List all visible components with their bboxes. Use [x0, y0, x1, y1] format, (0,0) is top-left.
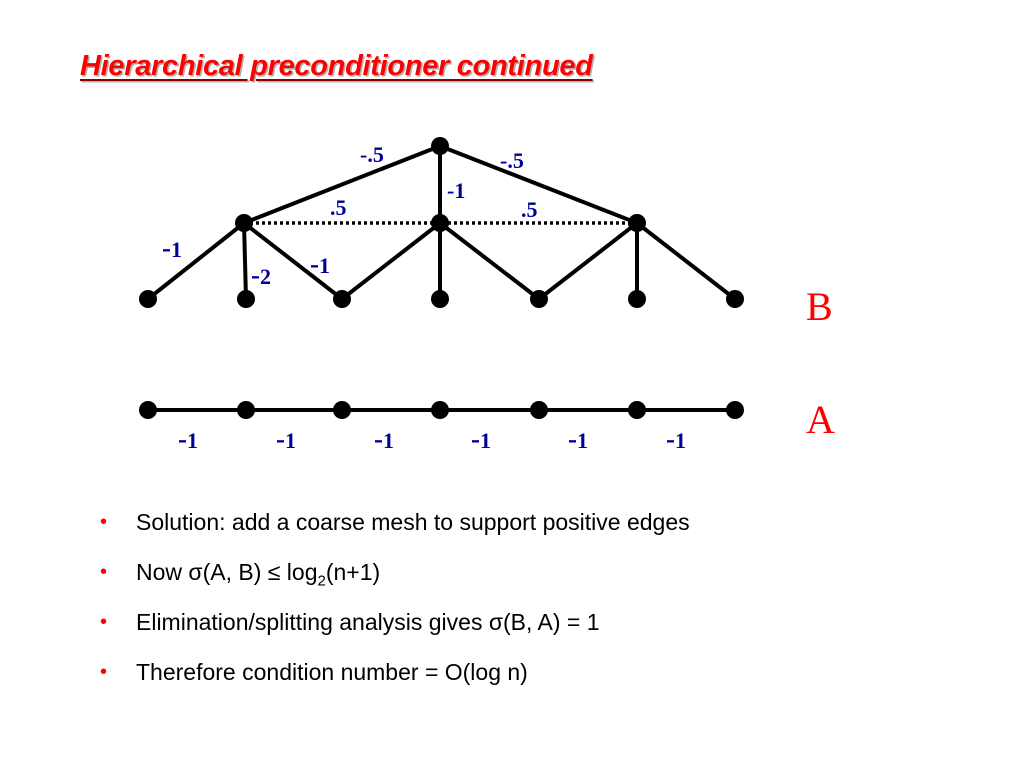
- edge-l-2: [242, 222, 248, 300]
- minus-sign: -: [310, 249, 319, 279]
- bullet-marker: •: [100, 511, 108, 533]
- edge-label-left-vertical-value: 2: [260, 264, 271, 289]
- graph-a-nodes: [139, 401, 744, 419]
- minus-sign: -: [251, 260, 260, 290]
- node-b-leaf-7: [726, 290, 744, 308]
- bullet-marker: •: [100, 661, 108, 683]
- graph-b-label: B: [806, 284, 833, 329]
- edge-label-left-vertical: -2: [251, 260, 271, 290]
- edge-label-left-inner-diag: -1: [310, 249, 330, 279]
- node-a-3: [333, 401, 351, 419]
- node-b-leaf-2: [237, 290, 255, 308]
- edge-label-top-left-outer: -.5: [360, 142, 384, 167]
- edge-l-3: [242, 221, 344, 301]
- node-a-6: [628, 401, 646, 419]
- node-a-7: [726, 401, 744, 419]
- bullet-text-3: Elimination/splitting analysis gives σ(B…: [136, 609, 600, 635]
- node-b-leaf-5: [530, 290, 548, 308]
- bullet-marker: •: [100, 611, 108, 633]
- node-a-5: [530, 401, 548, 419]
- node-b-leaf-1: [139, 290, 157, 308]
- slide-title: Hierarchical preconditioner continued: [80, 50, 593, 82]
- bullet-text-1: Solution: add a coarse mesh to support p…: [136, 509, 690, 535]
- edge-label-left-diag-value: 1: [171, 237, 182, 262]
- bullet-marker: •: [100, 561, 108, 583]
- node-a-4: [431, 401, 449, 419]
- graph-a-edge-label-4: -1: [471, 424, 491, 454]
- edge-root-left: [243, 144, 441, 225]
- graph-a-edge-label-5: -1: [568, 424, 588, 454]
- node-b-leaf-4: [431, 290, 449, 308]
- edge-label-top-right-inner: .5: [521, 197, 538, 222]
- edge-r-1: [537, 221, 639, 301]
- node-b-leaf-3: [333, 290, 351, 308]
- edge-r-3: [635, 221, 737, 301]
- log-base-subscript: 2: [317, 572, 326, 590]
- node-b-mid-3: [628, 214, 646, 232]
- bullet-item-3: • Elimination/splitting analysis gives σ…: [100, 605, 690, 655]
- edge-c-3: [438, 221, 541, 301]
- bullet-text-2-log: log: [280, 559, 318, 585]
- graph-b-nodes: [139, 137, 744, 308]
- edge-label-top-right-outer: -.5: [500, 148, 524, 173]
- bullet-text-4: Therefore condition number = O(log n): [136, 659, 528, 685]
- edge-label-left-inner-diag-value: 1: [319, 253, 330, 278]
- node-b-mid-1: [235, 214, 253, 232]
- bullet-text-2-suffix: (n+1): [325, 559, 381, 585]
- edge-label-left-diag: -1: [162, 233, 182, 263]
- graph-b-edges: [146, 144, 737, 301]
- node-b-leaf-6: [628, 290, 646, 308]
- minus-sign: -: [162, 233, 171, 263]
- bullet-list: • Solution: add a coarse mesh to support…: [100, 505, 690, 705]
- bullet-item-2: • Now σ(A, B) ≤ log2(n+1): [100, 555, 690, 605]
- bullet-item-4: • Therefore condition number = O(log n): [100, 655, 690, 705]
- node-b-mid-2: [431, 214, 449, 232]
- leq-symbol: ≤: [267, 559, 281, 585]
- edge-l-1: [146, 221, 246, 301]
- graph-a-edge-label-6: -1: [666, 424, 686, 454]
- node-b-root: [431, 137, 449, 155]
- node-a-1: [139, 401, 157, 419]
- graph-a-edge-label-2: -1: [276, 424, 296, 454]
- edge-root-right: [439, 144, 638, 225]
- edge-label-top-left-inner: .5: [330, 195, 347, 220]
- graph-a-label: A: [806, 397, 835, 442]
- node-a-2: [237, 401, 255, 419]
- edge-c-1: [340, 221, 442, 301]
- edge-label-top-center: -1: [447, 178, 465, 203]
- graph-a-edge-label-3: -1: [374, 424, 394, 454]
- graph-a-edge-label-1: -1: [178, 424, 198, 454]
- bullet-text-2-prefix: Now σ(A, B): [136, 559, 268, 585]
- bullet-item-1: • Solution: add a coarse mesh to support…: [100, 505, 690, 555]
